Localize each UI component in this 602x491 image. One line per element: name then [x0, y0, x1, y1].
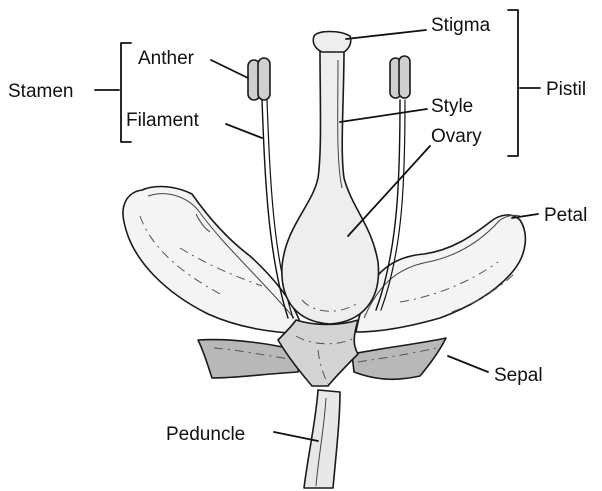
leader-stigma: [346, 30, 426, 39]
pistil: [282, 32, 379, 325]
label-filament: Filament: [126, 110, 200, 131]
leader-ovary: [348, 146, 430, 236]
leader-filament: [226, 124, 262, 138]
label-ovary: Ovary: [431, 126, 482, 147]
receptacle: [278, 320, 358, 386]
leader-anther: [211, 60, 248, 78]
stigma: [313, 32, 350, 53]
petal-right: [356, 215, 525, 332]
anther-left: [248, 58, 270, 100]
anther-right: [390, 56, 410, 98]
label-stamen: Stamen: [8, 81, 73, 102]
pistil-bracket: [508, 10, 518, 156]
style-and-ovary: [282, 50, 379, 324]
label-peduncle: Peduncle: [166, 424, 245, 445]
label-petal: Petal: [544, 205, 587, 226]
leader-style: [340, 109, 427, 122]
label-style: Style: [431, 96, 473, 117]
leader-sepal: [448, 356, 488, 372]
label-anther: Anther: [138, 48, 195, 69]
label-pistil: Pistil: [546, 79, 586, 100]
label-sepal: Sepal: [494, 365, 543, 386]
sepal-right: [352, 338, 446, 379]
label-stigma: Stigma: [431, 15, 491, 36]
